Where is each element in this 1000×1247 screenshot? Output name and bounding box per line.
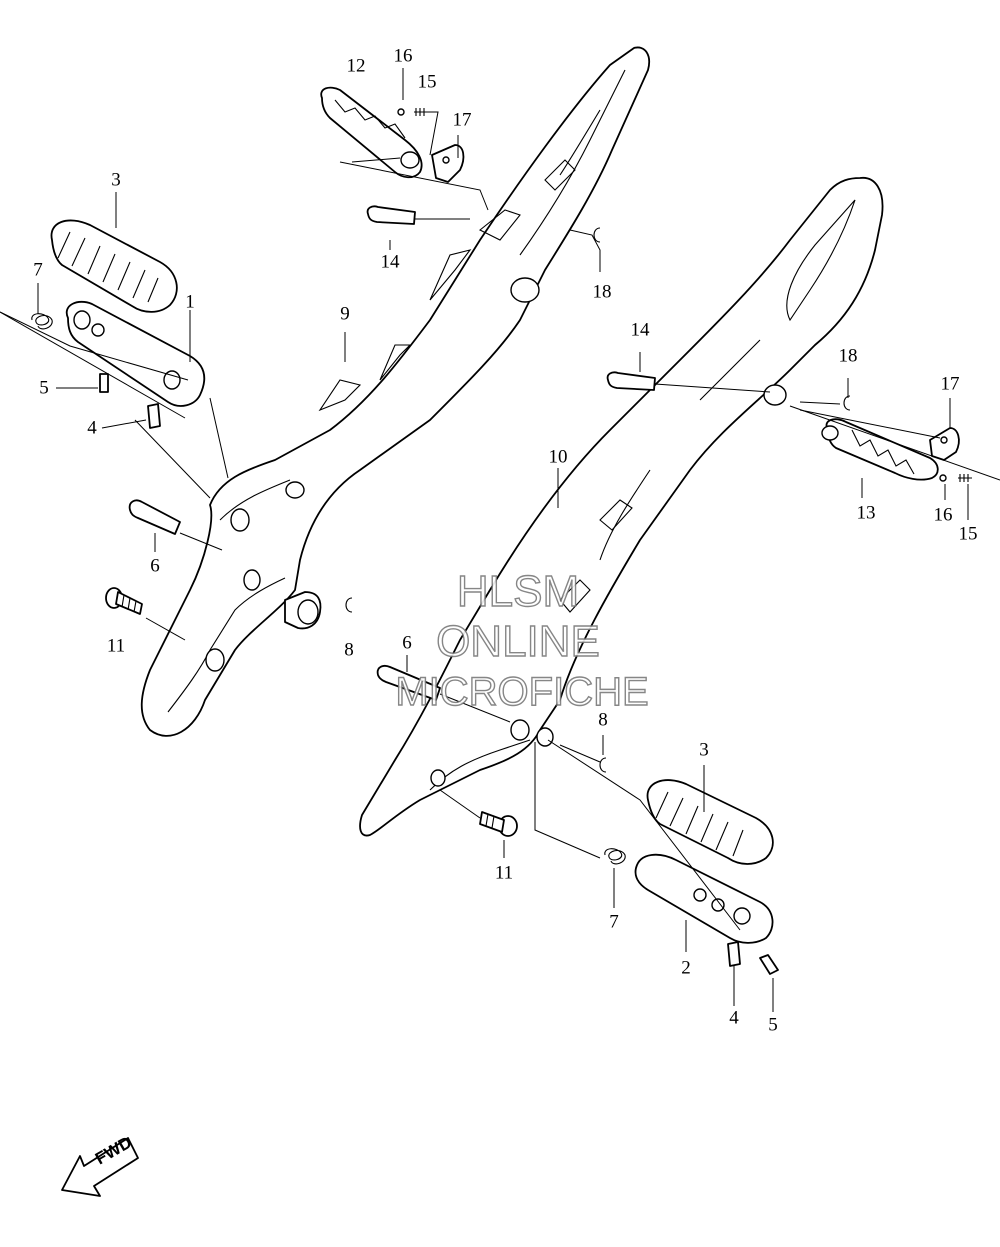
- pin-6-right: [376, 664, 441, 701]
- clip-8-left: [345, 597, 353, 613]
- left-footrest-bracket: [140, 46, 650, 737]
- pillion-footrest-right: [821, 418, 939, 481]
- footrest-right: [634, 853, 774, 944]
- footrest-rubber-left: [50, 219, 178, 313]
- screw-4-left: [147, 403, 161, 429]
- clip-18-right: [843, 395, 851, 411]
- callout-16: 16: [933, 504, 953, 526]
- callout-9: 9: [340, 303, 350, 325]
- spring-7-left: [31, 313, 53, 330]
- callout-5: 5: [768, 1014, 778, 1036]
- footrest-left: [65, 300, 206, 407]
- callout-15: 15: [417, 71, 437, 93]
- callout-14: 14: [630, 319, 650, 341]
- callout-7: 7: [33, 259, 43, 281]
- callout-12: 12: [346, 55, 366, 77]
- pillion-footrest-left: [320, 86, 423, 179]
- footrest-rubber-right: [646, 779, 774, 865]
- small-pin-5-left: [99, 373, 109, 393]
- callout-8: 8: [344, 639, 354, 661]
- callout-1: 1: [185, 291, 195, 313]
- spring-15-left: [414, 108, 428, 116]
- callout-14: 14: [380, 251, 400, 273]
- pin-6-left: [128, 499, 181, 535]
- small-pin-5-right: [759, 954, 779, 975]
- screw-4-right: [727, 941, 741, 967]
- callout-18: 18: [592, 281, 612, 303]
- watermark-line-1: HLSM: [456, 567, 580, 616]
- callout-4: 4: [729, 1007, 739, 1029]
- spring-7-right: [604, 848, 626, 865]
- fwd-arrow-icon: [61, 1137, 139, 1197]
- callout-5: 5: [39, 377, 49, 399]
- spring-15-right: [958, 474, 972, 482]
- leader-lines: [0, 68, 1000, 1012]
- right-footrest-bracket: [359, 177, 884, 837]
- callout-17: 17: [452, 109, 472, 131]
- ball-16-left: [397, 108, 405, 116]
- plate-17-right: [929, 427, 960, 461]
- callout-6: 6: [402, 632, 412, 654]
- callout-16: 16: [393, 45, 413, 67]
- callout-18: 18: [838, 345, 858, 367]
- callout-7: 7: [609, 911, 619, 933]
- watermark-line-3: MICROFICHE: [395, 670, 650, 714]
- bolt-11-left: [105, 587, 143, 615]
- watermark-line-2: ONLINE: [435, 617, 600, 666]
- callout-17: 17: [940, 373, 960, 395]
- callout-6: 6: [150, 555, 160, 577]
- clip-8-right: [599, 757, 607, 773]
- callout-8: 8: [598, 709, 608, 731]
- callout-3: 3: [111, 169, 121, 191]
- callout-10: 10: [548, 446, 568, 468]
- pin-14-right: [606, 371, 656, 391]
- plate-17-left: [431, 144, 465, 183]
- clip-18-left: [593, 227, 601, 243]
- callout-11: 11: [494, 862, 514, 884]
- callout-13: 13: [856, 502, 876, 524]
- ball-16-right: [939, 474, 947, 482]
- bolt-11-right: [479, 811, 518, 837]
- pin-14-left: [366, 205, 416, 225]
- callout-11: 11: [106, 635, 126, 657]
- callout-3: 3: [699, 739, 709, 761]
- callout-2: 2: [681, 957, 691, 979]
- callout-15: 15: [958, 523, 978, 545]
- callout-4: 4: [87, 417, 97, 439]
